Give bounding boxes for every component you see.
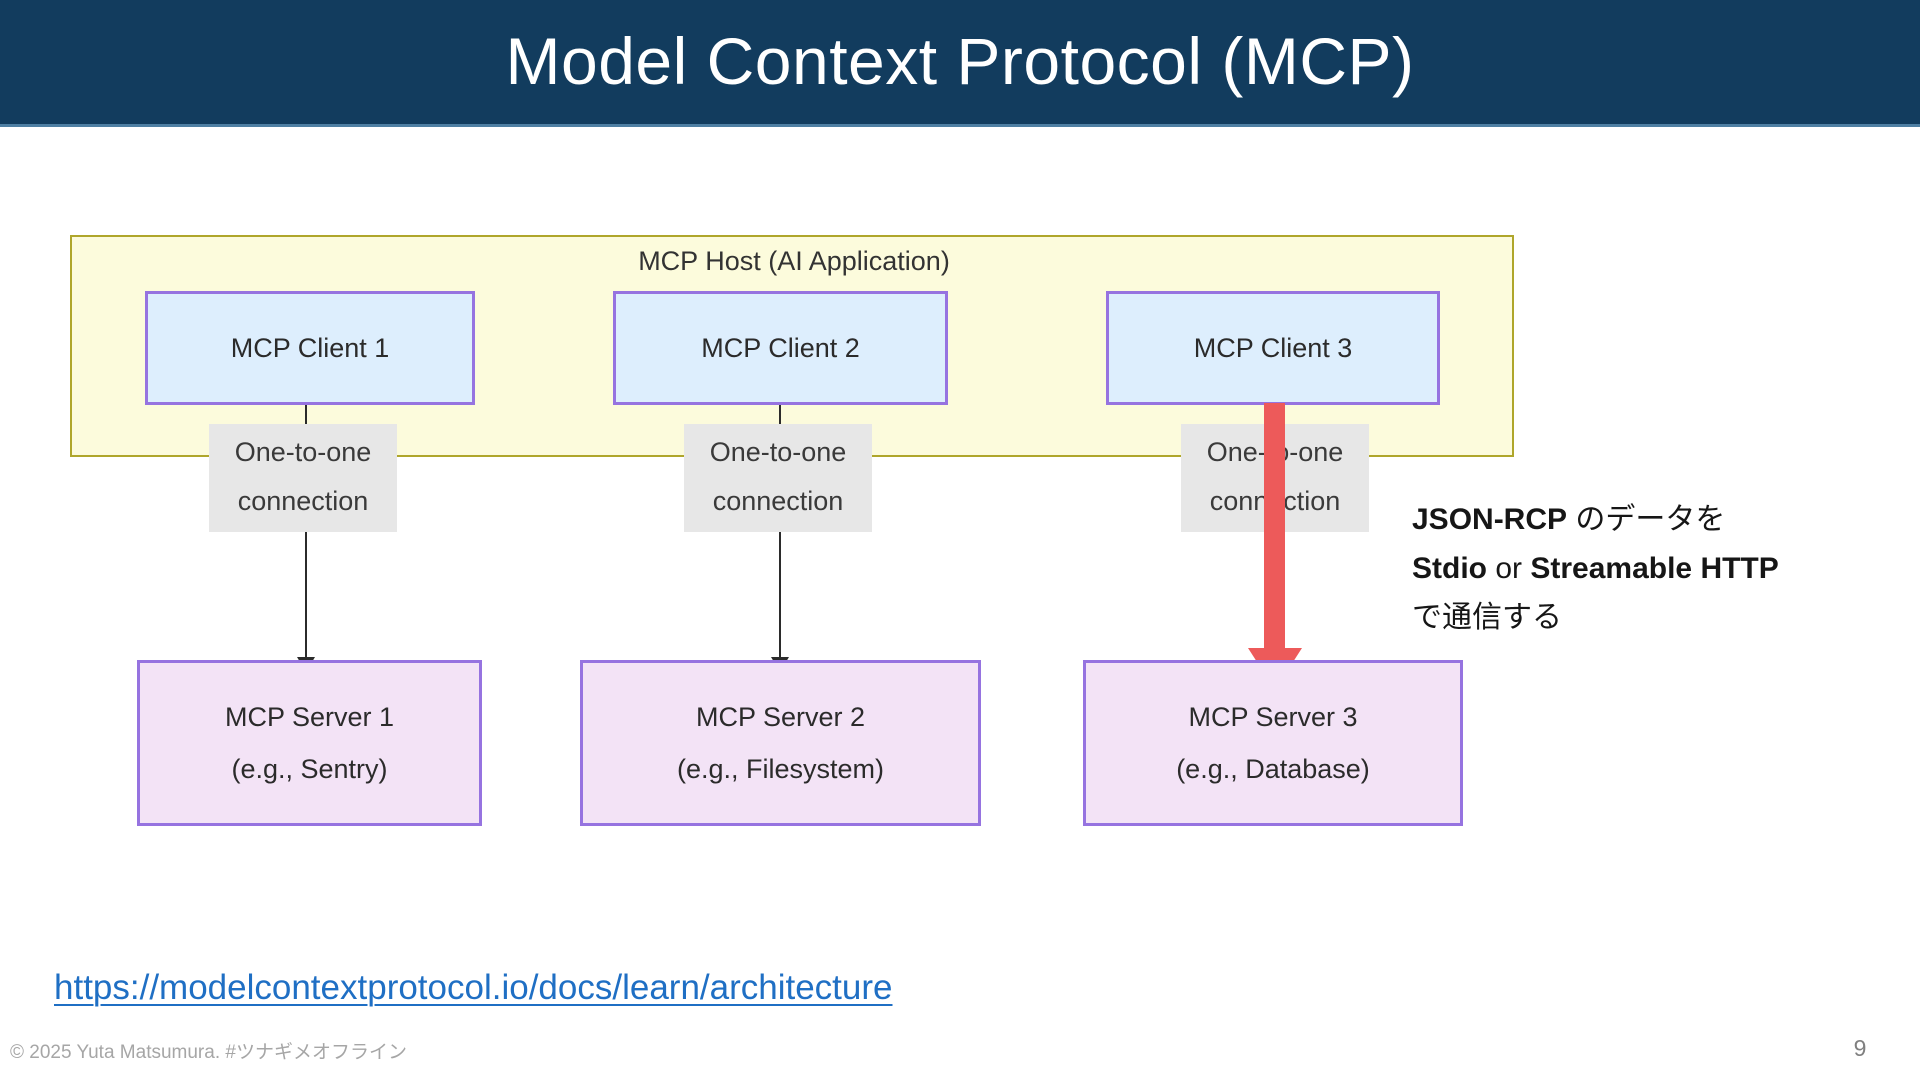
mcp-server-3-box[interactable]: MCP Server 3 (e.g., Database): [1083, 660, 1463, 826]
annotation-line-1-bold: JSON-RCP: [1412, 503, 1568, 536]
connection-label-1-line2: connection: [237, 486, 369, 516]
mcp-client-1-box[interactable]: MCP Client 1: [145, 291, 475, 405]
page-number: 9: [1853, 1035, 1867, 1061]
mcp-client-2-box[interactable]: MCP Client 2: [613, 291, 948, 405]
mcp-client-3-box[interactable]: MCP Client 3: [1106, 291, 1440, 405]
mcp-server-1-box[interactable]: MCP Server 1 (e.g., Sentry): [137, 660, 482, 826]
annotation-line-2: Stdio or Streamable HTTP: [1412, 544, 1912, 593]
mcp-server-1-label: MCP Server 1: [224, 702, 395, 732]
annotation-line-1-rest: のデータを: [1567, 503, 1726, 536]
mcp-server-3-sublabel: (e.g., Database): [1176, 754, 1370, 784]
annotation-line-2-bold-http: Streamable HTTP: [1530, 552, 1779, 585]
transport-annotation: JSON-RCP のデータを Stdio or Streamable HTTP …: [1412, 495, 1912, 642]
source-link[interactable]: https://modelcontextprotocol.io/docs/lea…: [54, 968, 893, 1007]
connector-line-client1-server1: [305, 405, 307, 673]
connection-label-1-line1: One-to-one: [234, 437, 372, 467]
mcp-server-3-label: MCP Server 3: [1188, 702, 1358, 732]
annotation-line-2-bold-stdio: Stdio: [1412, 552, 1487, 585]
emphasis-arrow-shaft-client3-server3: [1264, 403, 1285, 653]
mcp-client-2-label: MCP Client 2: [701, 332, 860, 363]
mcp-architecture-diagram: MCP Host (AI Application) MCP Client 1 M…: [0, 127, 1920, 957]
connection-label-2-line1: One-to-one: [709, 437, 847, 467]
mcp-server-1-sublabel: (e.g., Sentry): [231, 754, 388, 784]
connection-label-2: One-to-one connection: [684, 424, 872, 532]
mcp-host-title: MCP Host (AI Application): [638, 246, 950, 276]
connector-line-client2-server2: [779, 405, 781, 673]
annotation-line-3: で通信する: [1412, 601, 1562, 634]
footer-copyright: © 2025 Yuta Matsumura. #ツナギメオフライン: [10, 1042, 407, 1063]
annotation-line-1: JSON-RCP のデータを: [1412, 495, 1912, 544]
mcp-client-1-label: MCP Client 1: [230, 332, 390, 363]
mcp-client-3-label: MCP Client 3: [1193, 332, 1353, 363]
mcp-server-2-label: MCP Server 2: [695, 702, 866, 732]
title-bar-underline: [0, 124, 1920, 127]
annotation-line-2-or: or: [1487, 552, 1531, 585]
slide-title-bar: [0, 0, 1920, 124]
mcp-server-2-box[interactable]: MCP Server 2 (e.g., Filesystem): [580, 660, 981, 826]
connection-label-2-line2: connection: [712, 486, 844, 516]
connection-label-1: One-to-one connection: [209, 424, 397, 532]
mcp-server-2-sublabel: (e.g., Filesystem): [676, 754, 885, 784]
page-title: Model Context Protocol (MCP): [505, 24, 1415, 98]
